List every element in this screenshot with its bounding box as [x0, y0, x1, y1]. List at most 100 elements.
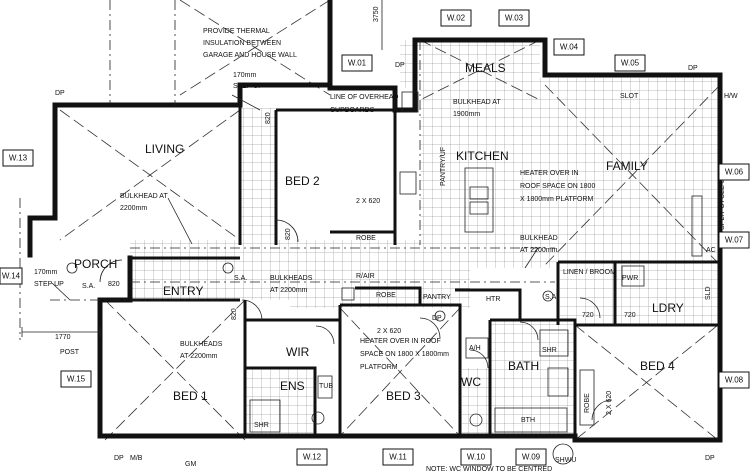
- annotations: PROVIDE THERMAL INSULATION BETWEEN GARAG…: [34, 6, 738, 473]
- svg-text:BTH: BTH: [521, 417, 535, 424]
- svg-text:A/H: A/H: [469, 345, 481, 352]
- svg-text:BULKHEAD AT: BULKHEAD AT: [120, 193, 168, 200]
- svg-text:3750: 3750: [373, 6, 380, 22]
- svg-text:SLOT: SLOT: [620, 93, 639, 100]
- svg-text:DP: DP: [114, 455, 124, 462]
- room-porch: PORCH: [74, 257, 117, 271]
- window-tag: W.08: [718, 371, 750, 389]
- room-meals: MEALS: [465, 61, 506, 75]
- window-tag: W.02: [440, 9, 472, 27]
- svg-text:X 1800mm PLATFORM: X 1800mm PLATFORM: [520, 196, 594, 203]
- svg-text:AT 2200mm: AT 2200mm: [180, 353, 218, 360]
- window-tag: W.14: [0, 267, 23, 285]
- window-tag: W.09: [515, 448, 547, 466]
- svg-text:W.09: W.09: [522, 453, 541, 462]
- room-bed2: BED 2: [285, 174, 320, 188]
- svg-text:820: 820: [285, 228, 292, 240]
- svg-text:W.03: W.03: [505, 14, 524, 23]
- svg-text:S.A.: S.A.: [234, 275, 247, 282]
- svg-text:SHWU: SHWU: [555, 457, 576, 464]
- svg-text:DP: DP: [55, 90, 65, 97]
- svg-text:M/B: M/B: [130, 455, 143, 462]
- window-tags: W.02 W.03 W.04 W.05 W.01 W.13 W.06 W.07 …: [0, 9, 750, 466]
- step-up-arrows: [51, 94, 539, 301]
- svg-text:W.01: W.01: [348, 59, 367, 68]
- svg-text:SHR: SHR: [254, 422, 269, 429]
- room-bath: BATH: [508, 359, 539, 373]
- svg-text:PANTRY/UF: PANTRY/UF: [440, 147, 447, 186]
- room-htr: HTR: [486, 296, 500, 303]
- svg-text:STEP UP: STEP UP: [34, 281, 64, 288]
- svg-text:1770: 1770: [55, 334, 71, 341]
- window-tag: W.03: [498, 9, 530, 27]
- svg-text:DP: DP: [432, 315, 442, 322]
- svg-text:BULKHEADS: BULKHEADS: [270, 275, 313, 282]
- svg-text:HEATER OVER IN ROOF: HEATER OVER IN ROOF: [360, 338, 441, 345]
- svg-text:BULKHEAD AT: BULKHEAD AT: [453, 99, 501, 106]
- svg-text:W.15: W.15: [67, 375, 86, 384]
- svg-text:SPLIT CYCLE UNIT: SPLIT CYCLE UNIT: [719, 166, 726, 230]
- svg-text:170mm: 170mm: [34, 269, 58, 276]
- room-ldry: LDRY: [652, 301, 684, 315]
- svg-text:PWR: PWR: [622, 275, 638, 282]
- svg-text:R/AIR: R/AIR: [356, 273, 375, 280]
- svg-text:W.05: W.05: [621, 59, 640, 68]
- room-robe-bed4: ROBE: [584, 393, 591, 413]
- bathroom-fittings: [66, 195, 703, 465]
- svg-text:820: 820: [231, 308, 238, 320]
- svg-text:2 X 620: 2 X 620: [356, 198, 380, 205]
- svg-text:1900mm: 1900mm: [453, 111, 480, 118]
- svg-text:2200mm: 2200mm: [120, 205, 147, 212]
- window-tag: W.01: [341, 54, 373, 72]
- svg-text:W.13: W.13: [9, 154, 28, 163]
- svg-text:SHR: SHR: [542, 347, 557, 354]
- svg-text:GM: GM: [185, 461, 196, 468]
- svg-text:NOTE: WC WINDOW TO BE CENTRED: NOTE: WC WINDOW TO BE CENTRED: [426, 466, 552, 473]
- tiled-floor-areas: [130, 40, 720, 438]
- svg-text:PROVIDE THERMAL: PROVIDE THERMAL: [203, 28, 270, 35]
- svg-text:LINE OF OVERHEAD: LINE OF OVERHEAD: [330, 94, 398, 101]
- svg-text:170mm: 170mm: [233, 72, 257, 79]
- window-tag: W.13: [2, 149, 34, 167]
- window-tag: W.15: [60, 370, 92, 388]
- room-robe-bed2: ROBE: [356, 235, 376, 242]
- svg-text:TUB: TUB: [319, 383, 333, 390]
- room-labels: LIVING BED 2 MEALS KITCHEN FAMILY PORCH …: [74, 61, 684, 413]
- room-kitchen: KITCHEN: [456, 149, 509, 163]
- room-linen-broom: LINEN / BROOM: [563, 269, 616, 276]
- window-tag: W.11: [382, 448, 414, 466]
- svg-text:2 X 620: 2 X 620: [606, 391, 613, 415]
- svg-text:BULKHEAD: BULKHEAD: [520, 235, 558, 242]
- svg-text:SPACE ON 1800 X 1800mm: SPACE ON 1800 X 1800mm: [360, 351, 449, 358]
- window-tag: W.12: [296, 448, 328, 466]
- svg-text:W.02: W.02: [447, 14, 466, 23]
- room-entry: ENTRY: [163, 284, 203, 298]
- room-family: FAMILY: [606, 159, 648, 173]
- svg-text:ROOF SPACE ON 1800: ROOF SPACE ON 1800: [520, 183, 595, 190]
- svg-text:INSULATION BETWEEN: INSULATION BETWEEN: [203, 40, 281, 47]
- svg-text:H/W: H/W: [724, 93, 738, 100]
- svg-text:SLD: SLD: [705, 286, 712, 300]
- svg-text:W.12: W.12: [303, 453, 322, 462]
- svg-text:720: 720: [624, 312, 636, 319]
- dimension-marks: [21, 0, 383, 337]
- room-bed1: BED 1: [173, 389, 208, 403]
- svg-text:820: 820: [108, 281, 120, 288]
- svg-text:HEATER OVER IN: HEATER OVER IN: [520, 170, 579, 177]
- kitchen-fittings: [19, 0, 555, 340]
- svg-text:AT 2200mm: AT 2200mm: [520, 247, 558, 254]
- svg-text:820: 820: [265, 112, 272, 124]
- svg-text:DP: DP: [395, 62, 405, 69]
- svg-text:W.11: W.11: [389, 453, 407, 462]
- room-wc: WC: [461, 375, 481, 389]
- room-pantry: PANTRY: [423, 294, 451, 301]
- ceiling-diagonals: [59, 0, 721, 441]
- svg-text:W.06: W.06: [725, 168, 744, 177]
- svg-text:W.10: W.10: [467, 453, 486, 462]
- svg-text:GARAGE AND HOUSE WALL: GARAGE AND HOUSE WALL: [203, 52, 297, 59]
- svg-text:AC: AC: [706, 247, 716, 254]
- svg-text:S.A.: S.A.: [82, 283, 95, 290]
- svg-text:DP: DP: [705, 455, 715, 462]
- room-robe-bed3: ROBE: [376, 292, 396, 299]
- svg-text:POST: POST: [60, 349, 80, 356]
